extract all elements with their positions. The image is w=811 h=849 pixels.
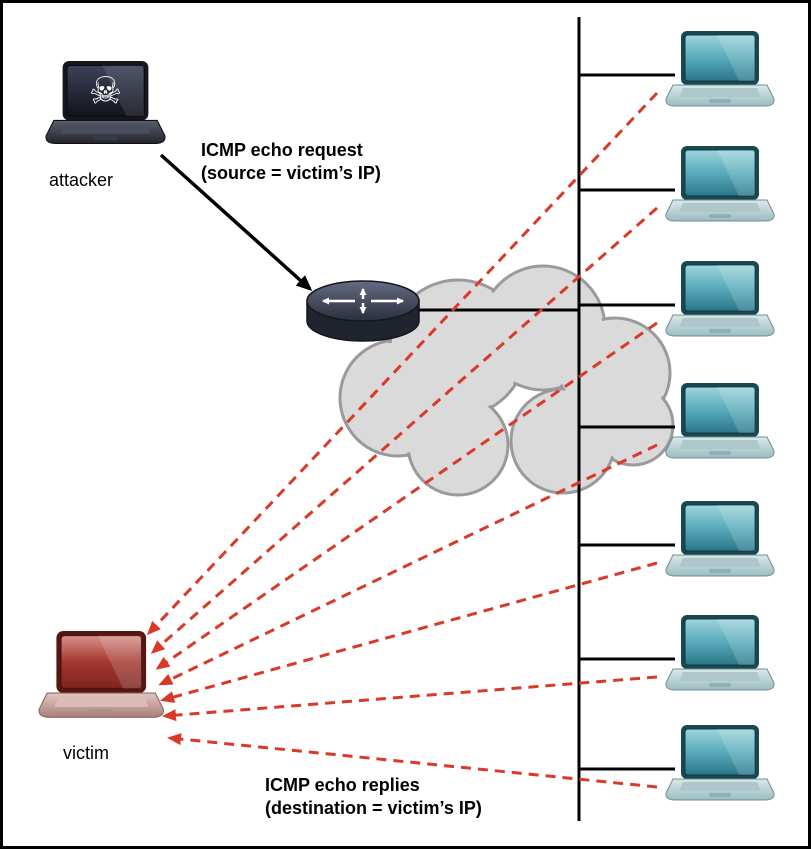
- zombie-host-1: [665, 30, 775, 107]
- zombie-host-2: [665, 145, 775, 222]
- icmp-request-arrow: [159, 153, 313, 292]
- attacker-laptop: ☠: [45, 61, 166, 145]
- icmp-reply-arrow-4: [158, 443, 658, 686]
- replies-caption: ICMP echo replies (destination = victim’…: [265, 774, 482, 820]
- request-caption-line2: (source = victim’s IP): [201, 163, 381, 183]
- request-caption-line1: ICMP echo request: [201, 140, 363, 160]
- zombie-host-6: [665, 614, 775, 691]
- icmp-reply-arrow-6: [162, 675, 658, 722]
- zombie-host-5: [665, 500, 775, 577]
- replies-caption-line2: (destination = victim’s IP): [265, 798, 482, 818]
- zombie-host-3: [665, 260, 775, 337]
- icmp-reply-arrow-2: [150, 206, 658, 654]
- router-icon: [306, 280, 420, 342]
- request-caption: ICMP echo request (source = victim’s IP): [201, 139, 381, 185]
- lan-links: [415, 73, 675, 771]
- replies-caption-line1: ICMP echo replies: [265, 775, 420, 795]
- router-cross-arrows-icon: [322, 288, 404, 314]
- victim-label: victim: [63, 743, 109, 763]
- icmp-reply-arrow-5: [160, 561, 658, 703]
- victim-laptop: [38, 630, 165, 718]
- network-cloud: [338, 264, 675, 497]
- skull-icon: ☠: [89, 69, 123, 113]
- zombie-host-4: [665, 382, 775, 459]
- icmp-reply-arrow-7: [167, 733, 658, 789]
- diagram-canvas: ☠: [38, 17, 775, 821]
- icmp-reply-arrow-1: [146, 91, 659, 636]
- attacker-label: attacker: [49, 170, 114, 190]
- icmp-reply-arrows: [146, 91, 659, 789]
- zombie-host-7: [665, 724, 775, 801]
